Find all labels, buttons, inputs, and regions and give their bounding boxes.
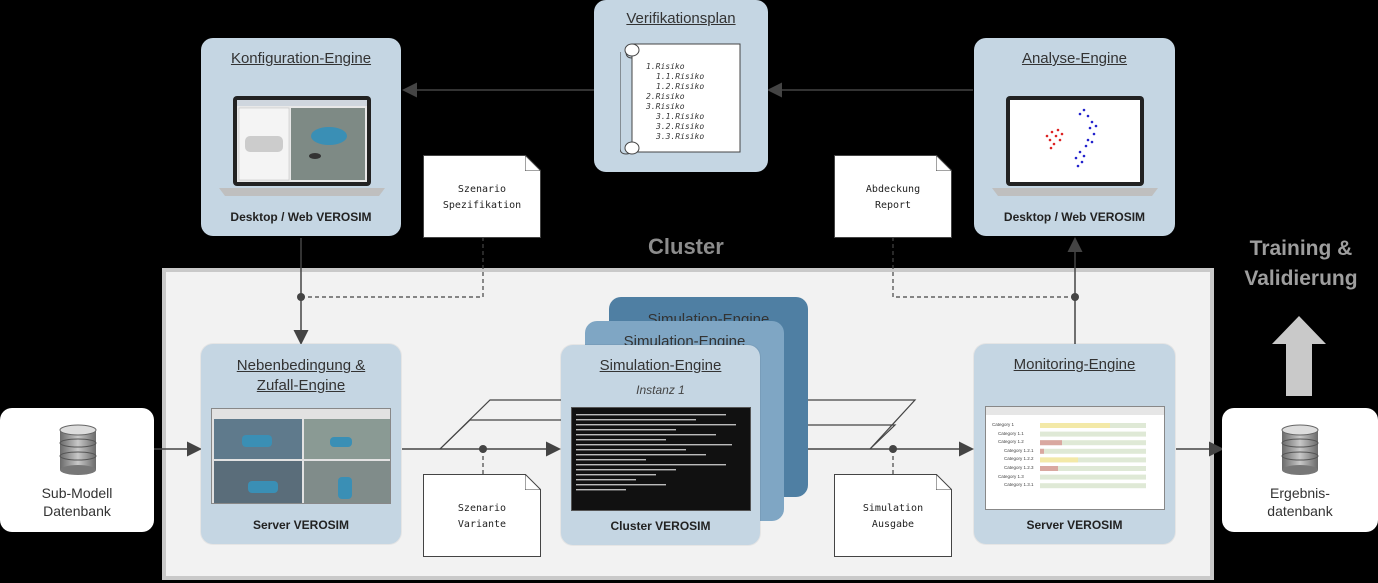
scenario-screenshot bbox=[211, 408, 391, 504]
szenario-spez-line1: Szenario bbox=[457, 184, 507, 195]
verifikationsplan-title[interactable]: Verifikationsplan bbox=[626, 10, 736, 27]
submodell-label: Sub-Modell Datenbank bbox=[0, 484, 154, 520]
monitoring-footer: Server VEROSIM bbox=[1026, 518, 1123, 532]
plan-item: 3.3.Risiko bbox=[656, 132, 705, 141]
verifikationsplan-list: 1.Risiko 1.1.Risiko 1.2.Risiko 2.Risiko … bbox=[646, 62, 704, 142]
nebenbedingung-footer: Server VEROSIM bbox=[252, 518, 350, 532]
laptop-icon bbox=[992, 96, 1158, 196]
monitoring-tree: Category 1 Category 1.1 Category 1.2 Cat… bbox=[992, 421, 1034, 490]
monitoring-screenshot: Category 1 Category 1.1 Category 1.2 Cat… bbox=[985, 406, 1165, 510]
nebenbedingung-title[interactable]: Nebenbedingung & Zufall-Engine bbox=[201, 356, 401, 396]
ergebnis-label: Ergebnis- datenbank bbox=[1222, 484, 1378, 520]
training-up-arrow bbox=[1272, 316, 1326, 396]
plan-item: 1.2.Risiko bbox=[656, 82, 705, 91]
submodell-datenbank-card: Sub-Modell Datenbank bbox=[0, 408, 154, 532]
plan-item: 1.Risiko bbox=[646, 62, 685, 71]
laptop-icon bbox=[219, 96, 385, 196]
szenario-spezifikation-doc: Szenario Spezifikation bbox=[423, 155, 541, 238]
scroll-icon bbox=[620, 43, 741, 155]
szenario-variante-doc: Szenario Variante bbox=[423, 474, 541, 557]
verifikationsplan-card: Verifikationsplan 1.Risiko 1.1.Risiko 1.… bbox=[594, 0, 768, 172]
submodell-label-line2: Datenbank bbox=[43, 503, 111, 519]
page-fold-icon bbox=[936, 474, 952, 490]
sim-ausgabe-line1: Simulation bbox=[862, 503, 924, 514]
page-fold-icon bbox=[525, 474, 541, 490]
database-icon bbox=[1281, 424, 1319, 475]
dashed-szenario-spez bbox=[301, 238, 484, 298]
page-fold-icon bbox=[936, 155, 952, 171]
tree-item: Category 1 bbox=[992, 422, 1015, 427]
tree-item: Category 1.1 bbox=[998, 430, 1024, 436]
monitoring-title[interactable]: Monitoring-Engine bbox=[1013, 356, 1136, 373]
konfiguration-engine-card: Konfiguration-Engine Desktop / Web VEROS… bbox=[201, 38, 401, 236]
ergebnis-label-line1: Ergebnis- bbox=[1270, 485, 1330, 501]
szenario-var-line1: Szenario bbox=[457, 503, 507, 514]
tree-item: Category 1.2.3 bbox=[1004, 464, 1034, 470]
tree-item: Category 1.3.1 bbox=[1004, 482, 1034, 488]
tree-item: Category 1.2.2 bbox=[1004, 456, 1034, 462]
plan-item: 1.1.Risiko bbox=[656, 72, 705, 81]
tree-item: Category 1.2 bbox=[998, 439, 1024, 445]
abdeckung-report-doc: Abdeckung Report bbox=[834, 155, 952, 238]
szenario-spez-line2: Spezifikation bbox=[442, 200, 522, 211]
tree-item: Category 1.3 bbox=[998, 473, 1024, 479]
abdeckung-line2: Report bbox=[874, 200, 912, 211]
monitoring-engine-card: Monitoring-Engine Category 1 Category 1.… bbox=[974, 344, 1175, 544]
plan-item: 3.Risiko bbox=[646, 102, 685, 111]
plan-item: 3.2.Risiko bbox=[656, 122, 705, 131]
simulation-subtitle: Instanz 1 bbox=[636, 383, 685, 397]
page-fold-icon bbox=[525, 155, 541, 171]
konfiguration-title[interactable]: Konfiguration-Engine bbox=[230, 50, 372, 67]
training-label: Training & Validierung bbox=[1226, 234, 1376, 294]
simulation-ausgabe-doc: Simulation Ausgabe bbox=[834, 474, 952, 557]
analyse-footer: Desktop / Web VEROSIM bbox=[1003, 210, 1146, 224]
terminal-screenshot bbox=[571, 407, 751, 511]
simulation-title[interactable]: Simulation-Engine bbox=[599, 357, 722, 374]
szenario-var-line2: Variante bbox=[457, 519, 507, 530]
nebenbedingung-title-line1: Nebenbedingung & bbox=[236, 357, 366, 374]
konfiguration-footer: Desktop / Web VEROSIM bbox=[230, 210, 372, 224]
nebenbedingung-title-line2: Zufall-Engine bbox=[256, 377, 346, 394]
plan-item: 3.1.Risiko bbox=[656, 112, 705, 121]
tree-item: Category 1.2.1 bbox=[1004, 447, 1034, 453]
sim-ausgabe-line2: Ausgabe bbox=[871, 519, 915, 530]
analyse-title[interactable]: Analyse-Engine bbox=[1021, 50, 1128, 67]
simulation-engine-card: Simulation-Engine Instanz 1 Cluster VERO… bbox=[561, 345, 760, 545]
submodell-label-line1: Sub-Modell bbox=[41, 485, 113, 501]
nebenbedingung-engine-card: Nebenbedingung & Zufall-Engine Server VE… bbox=[201, 344, 401, 544]
plan-item: 2.Risiko bbox=[646, 92, 685, 101]
ergebnis-label-line2: datenbank bbox=[1267, 503, 1333, 519]
dashed-abdeckung bbox=[892, 238, 1075, 298]
training-label-line2: Validierung bbox=[1244, 267, 1358, 290]
cluster-label: Cluster bbox=[648, 234, 724, 259]
simulation-footer: Cluster VEROSIM bbox=[610, 519, 711, 533]
progress-bars bbox=[1040, 423, 1146, 489]
ergebnis-datenbank-card: Ergebnis- datenbank bbox=[1222, 408, 1378, 532]
abdeckung-line1: Abdeckung bbox=[865, 184, 921, 195]
training-label-line1: Training & bbox=[1249, 237, 1353, 260]
database-icon bbox=[59, 424, 97, 475]
analyse-engine-card: Analyse-Engine Desktop / Web VEROSIM bbox=[974, 38, 1175, 236]
